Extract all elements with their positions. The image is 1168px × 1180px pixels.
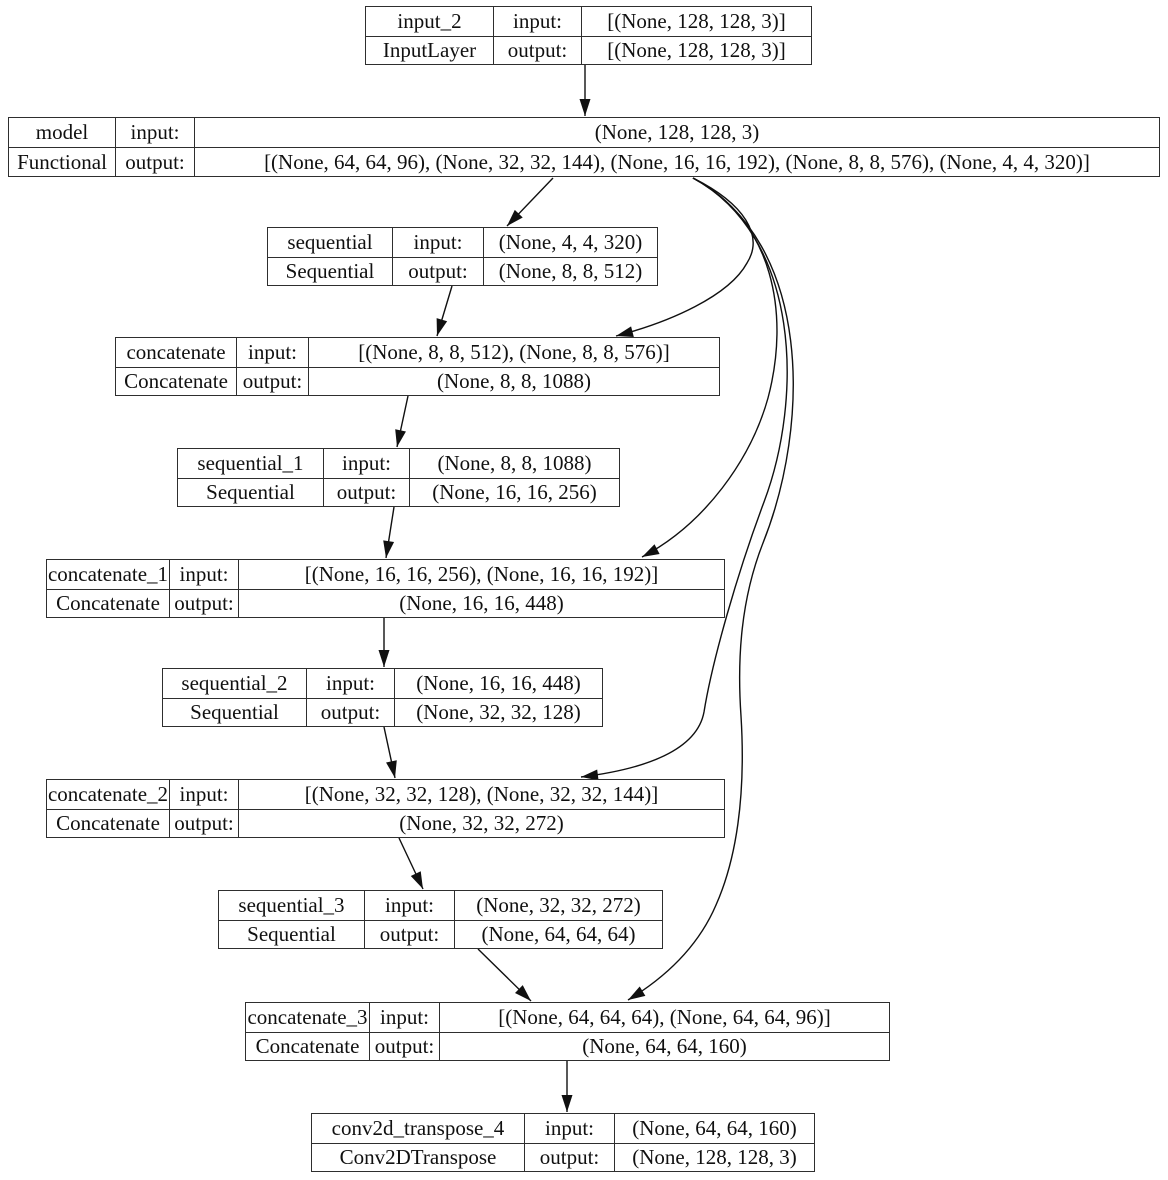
edge-concatenate_2-sequential_3 bbox=[398, 837, 424, 890]
layer-name: sequential_3 bbox=[238, 892, 345, 917]
edge-model-concatenate_2 bbox=[580, 177, 788, 781]
input-label: input: bbox=[236, 338, 308, 367]
layer-type: Conv2DTranspose bbox=[312, 1142, 524, 1172]
output-label: output: bbox=[115, 147, 194, 176]
node-sequential_1: sequential_1 input: (None, 8, 8, 1088) S… bbox=[177, 448, 620, 507]
output-shape: (None, 64, 64, 160) bbox=[439, 1031, 889, 1060]
input-label: input: bbox=[306, 669, 394, 698]
layer-name: concatenate bbox=[126, 339, 226, 364]
output-label: output: bbox=[306, 697, 394, 726]
output-shape: (None, 32, 32, 128) bbox=[394, 697, 602, 726]
output-label: output: bbox=[392, 256, 483, 285]
node-concatenate: concatenate input: [(None, 8, 8, 512), (… bbox=[115, 337, 720, 396]
output-label: output: bbox=[369, 1031, 439, 1060]
node-concatenate_2: concatenate_2 input: [(None, 32, 32, 128… bbox=[46, 779, 725, 838]
output-shape: (None, 8, 8, 1088) bbox=[308, 366, 719, 395]
input-shape: [(None, 16, 16, 256), (None, 16, 16, 192… bbox=[238, 560, 724, 589]
output-label: output: bbox=[169, 588, 238, 617]
edge-sequential-concatenate bbox=[436, 285, 453, 337]
layer-name: concatenate_2 bbox=[47, 781, 169, 806]
layer-type: Concatenate bbox=[47, 808, 169, 838]
layer-name: sequential_1 bbox=[197, 450, 304, 475]
layer-type: Sequential bbox=[178, 477, 323, 507]
node-conv2d_transpose_4: conv2d_transpose_4 input: (None, 64, 64,… bbox=[311, 1113, 815, 1172]
input-shape: (None, 4, 4, 320) bbox=[483, 228, 657, 257]
output-shape: (None, 8, 8, 512) bbox=[483, 256, 657, 285]
input-label: input: bbox=[392, 228, 483, 257]
input-label: input: bbox=[524, 1114, 614, 1143]
edge-model-concatenate bbox=[615, 177, 754, 338]
layer-name: model bbox=[35, 120, 89, 144]
layer-name: sequential bbox=[287, 229, 373, 254]
node-concatenate_1: concatenate_1 input: [(None, 16, 16, 256… bbox=[46, 559, 725, 618]
output-shape: (None, 32, 32, 272) bbox=[238, 808, 724, 837]
output-label: output: bbox=[169, 808, 238, 837]
edge-sequential_3-concatenate_3 bbox=[477, 948, 532, 1002]
input-label: input: bbox=[115, 118, 194, 147]
node-input_2: input_2 input: [(None, 128, 128, 3)] Inp… bbox=[365, 6, 812, 65]
input-shape: [(None, 32, 32, 128), (None, 32, 32, 144… bbox=[238, 780, 724, 809]
layer-type: Concatenate bbox=[47, 588, 169, 618]
node-sequential_2: sequential_2 input: (None, 16, 16, 448) … bbox=[162, 668, 603, 727]
output-shape: (None, 16, 16, 448) bbox=[238, 588, 724, 617]
output-shape: (None, 128, 128, 3) bbox=[614, 1142, 814, 1171]
edge-model-sequential bbox=[506, 177, 554, 227]
layer-type: Functional bbox=[9, 147, 115, 176]
edge-model-concatenate_3 bbox=[627, 177, 794, 1001]
output-label: output: bbox=[323, 477, 409, 506]
layer-type: InputLayer bbox=[366, 35, 493, 65]
layer-name: input_2 bbox=[397, 8, 462, 33]
output-shape: (None, 16, 16, 256) bbox=[409, 477, 619, 506]
node-concatenate_3: concatenate_3 input: [(None, 64, 64, 64)… bbox=[245, 1002, 890, 1061]
node-sequential: sequential input: (None, 4, 4, 320) Sequ… bbox=[267, 227, 658, 286]
edge-sequential_1-concatenate_1 bbox=[383, 506, 395, 559]
input-shape: [(None, 8, 8, 512), (None, 8, 8, 576)] bbox=[308, 338, 719, 367]
layer-type: Sequential bbox=[219, 919, 364, 949]
layer-name: concatenate_1 bbox=[47, 561, 169, 586]
layer-name: concatenate_3 bbox=[247, 1004, 368, 1029]
edge-concatenate-sequential_1 bbox=[395, 395, 409, 448]
layer-type: Concatenate bbox=[116, 366, 236, 396]
input-label: input: bbox=[364, 891, 454, 920]
node-model: model input: (None, 128, 128, 3) Functio… bbox=[8, 117, 1160, 177]
output-shape: [(None, 64, 64, 96), (None, 32, 32, 144)… bbox=[194, 147, 1159, 176]
output-label: output: bbox=[236, 366, 308, 395]
layer-name: sequential_2 bbox=[181, 670, 288, 695]
node-sequential_3: sequential_3 input: (None, 32, 32, 272) … bbox=[218, 890, 663, 949]
input-label: input: bbox=[169, 560, 238, 589]
input-label: input: bbox=[323, 449, 409, 478]
output-shape: [(None, 128, 128, 3)] bbox=[581, 35, 811, 64]
edge-sequential_2-concatenate_2 bbox=[383, 726, 397, 779]
input-shape: (None, 16, 16, 448) bbox=[394, 669, 602, 698]
output-label: output: bbox=[524, 1142, 614, 1171]
input-shape: [(None, 128, 128, 3)] bbox=[581, 7, 811, 36]
input-shape: (None, 64, 64, 160) bbox=[614, 1114, 814, 1143]
layer-type: Concatenate bbox=[246, 1031, 369, 1061]
input-shape: (None, 8, 8, 1088) bbox=[409, 449, 619, 478]
input-shape: [(None, 64, 64, 64), (None, 64, 64, 96)] bbox=[439, 1003, 889, 1032]
input-shape: (None, 128, 128, 3) bbox=[194, 118, 1159, 147]
layer-name: conv2d_transpose_4 bbox=[331, 1115, 505, 1140]
input-shape: (None, 32, 32, 272) bbox=[454, 891, 662, 920]
input-label: input: bbox=[369, 1003, 439, 1032]
layer-type: Sequential bbox=[163, 697, 306, 727]
output-label: output: bbox=[364, 919, 454, 948]
layer-type: Sequential bbox=[268, 256, 392, 286]
input-label: input: bbox=[493, 7, 581, 36]
output-label: output: bbox=[493, 35, 581, 64]
output-shape: (None, 64, 64, 64) bbox=[454, 919, 662, 948]
input-label: input: bbox=[169, 780, 238, 809]
